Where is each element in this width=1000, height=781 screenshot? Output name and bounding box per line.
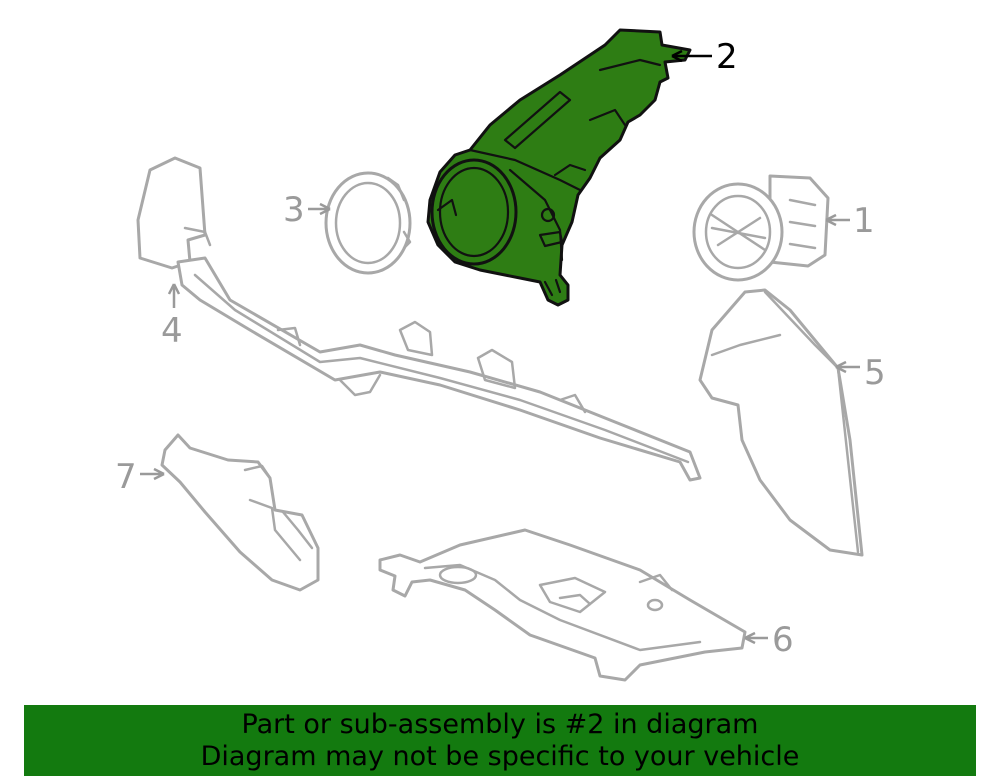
part-6-bracket [378,528,747,682]
callout-4: 4 [161,311,183,351]
leader-4 [167,283,181,308]
leader-6 [744,631,768,645]
callout-1: 1 [853,201,875,241]
callout-6: 6 [772,620,794,660]
leader-2-arrow [671,49,683,63]
part-1-air-vent [692,174,830,282]
part-5-side-panel [698,288,864,557]
leader-7 [140,467,165,481]
callout-5: 5 [864,353,886,393]
leader-1 [825,213,850,227]
callout-3: 3 [283,190,305,230]
leader-3 [308,202,331,216]
part-4-carrier [136,156,702,482]
part-2-cluster-housing [426,28,692,307]
info-banner: Part or sub-assembly is #2 in diagram Di… [24,705,976,776]
parts-diagram: 1 2 3 4 5 6 7 [115,28,886,682]
part-3-ring [324,171,412,275]
part-7-lower-trim [160,433,320,592]
callout-2: 2 [716,37,738,77]
banner-line-disclaimer: Diagram may not be specific to your vehi… [200,740,800,772]
banner-line-part: Part or sub-assembly is #2 in diagram [241,708,759,740]
leader-5 [835,360,860,374]
callout-7: 7 [115,457,137,497]
